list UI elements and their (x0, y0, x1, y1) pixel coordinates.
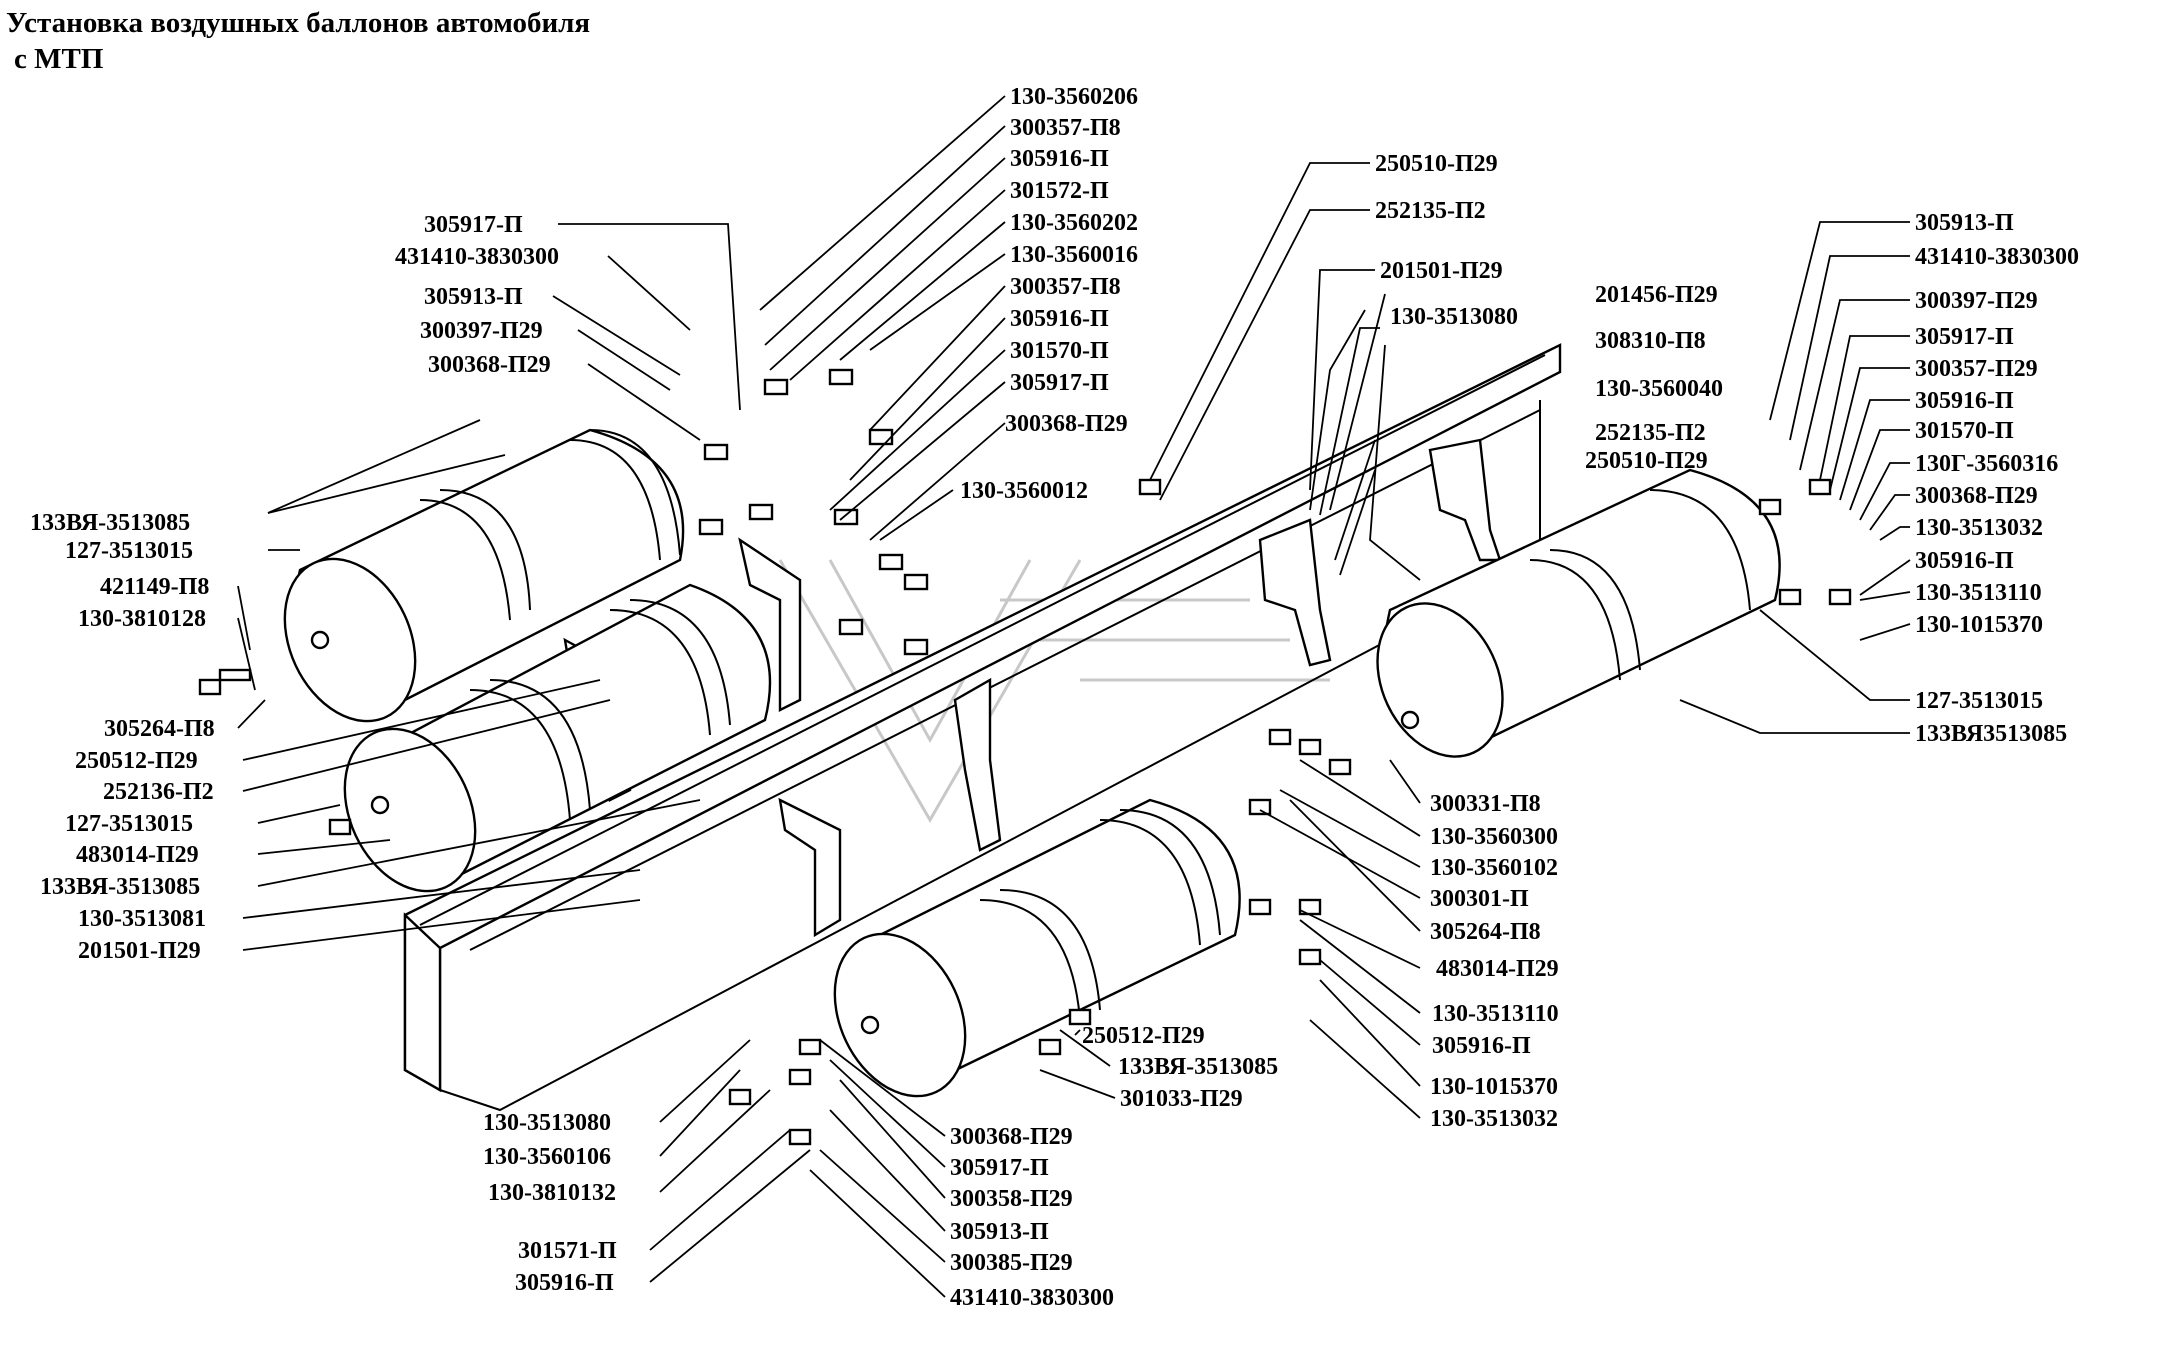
callout-label: 431410-3830300 (1915, 244, 2079, 270)
callout-label: 130-3810128 (78, 606, 206, 632)
callout-label: 130-3513110 (1432, 1001, 1559, 1027)
callout-label: 301033-П29 (1120, 1086, 1243, 1112)
callout-label: 305917-П (1010, 370, 1109, 396)
callout-label: 305917-П (424, 212, 523, 238)
callout-label: 305913-П (1915, 210, 2014, 236)
callout-label: 301570-П (1915, 418, 2014, 444)
callout-label: 130-3560300 (1430, 824, 1558, 850)
callout-label: 130-3560206 (1010, 84, 1138, 110)
callout-label: 130-3810132 (488, 1180, 616, 1206)
callout-label: 305916-П (1915, 388, 2014, 414)
callout-label: 130-3560102 (1430, 855, 1558, 881)
callout-label: 305916-П (1010, 146, 1109, 172)
callout-label: 300368-П29 (1005, 411, 1128, 437)
frame-side-member (403, 343, 1562, 1112)
callout-label: 130-3513110 (1915, 580, 2042, 606)
callout-label: 300357-П8 (1010, 274, 1121, 300)
callout-label: 201456-П29 (1595, 282, 1718, 308)
callout-labels: 130-3560206 300357-П8 305916-П 301572-П … (30, 84, 2079, 1311)
callout-label: 300368-П29 (1915, 483, 2038, 509)
callout-label: 130-1015370 (1430, 1074, 1558, 1100)
callout-label: 483014-П29 (1436, 956, 1559, 982)
callout-label: 305264-П8 (1430, 919, 1541, 945)
callout-label: 431410-3830300 (950, 1285, 1114, 1311)
callout-label: 305264-П8 (104, 716, 215, 742)
callout-label: 133ВЯ-3513085 (40, 874, 200, 900)
callout-label: 301570-П (1010, 338, 1109, 364)
callout-label: 300385-П29 (950, 1250, 1073, 1276)
callout-label: 305917-П (1915, 324, 2014, 350)
callout-label: 250512-П29 (75, 748, 198, 774)
callout-label: 201501-П29 (1380, 258, 1503, 284)
callout-label: 201501-П29 (78, 938, 201, 964)
callout-label: 130-3560202 (1010, 210, 1138, 236)
callout-label: 421149-П8 (100, 574, 209, 600)
callout-label: 127-3513015 (65, 538, 193, 564)
diagram-title: Установка воздушных баллонов автомобиля (6, 7, 591, 39)
callout-label: 301572-П (1010, 178, 1109, 204)
callout-label: 305917-П (950, 1155, 1049, 1181)
callout-label: 130-1015370 (1915, 612, 2043, 638)
callout-label: 300397-П29 (420, 318, 543, 344)
callout-label: 300358-П29 (950, 1186, 1073, 1212)
callout-label: 130-3560012 (960, 478, 1088, 504)
callout-label: 250510-П29 (1375, 151, 1498, 177)
callout-label: 130-3513032 (1430, 1106, 1558, 1132)
callout-label: 130-3560106 (483, 1144, 611, 1170)
callout-label: 305916-П (1915, 548, 2014, 574)
watermark-logo (778, 559, 1330, 824)
callout-label: 252135-П2 (1595, 420, 1706, 446)
callout-label: 300368-П29 (950, 1124, 1073, 1150)
air-tank-upper-left (283, 428, 685, 723)
callout-label: 301571-П (518, 1238, 617, 1264)
callout-label: 305916-П (515, 1270, 614, 1296)
callout-label: 130-3513032 (1915, 515, 2043, 541)
callout-label: 300331-П8 (1430, 791, 1541, 817)
callout-label: 300357-П29 (1915, 356, 2038, 382)
callout-label: 305913-П (424, 284, 523, 310)
callout-label: 300368-П29 (428, 352, 551, 378)
fittings (198, 368, 1852, 1146)
callout-label: 130Г-3560316 (1915, 451, 2058, 477)
callout-label: 305916-П (1432, 1033, 1531, 1059)
callout-label: 133ВЯ-3513085 (30, 510, 190, 536)
callout-label: 483014-П29 (76, 842, 199, 868)
callout-label: 305916-П (1010, 306, 1109, 332)
air-tank-right (1376, 468, 1781, 758)
callout-label: 127-3513015 (65, 811, 193, 837)
callout-label: 305913-П (950, 1219, 1049, 1245)
callout-label: 130-3513081 (78, 906, 206, 932)
callout-label: 130-3513080 (483, 1110, 611, 1136)
callout-label: 130-3560040 (1595, 376, 1723, 402)
callout-label: 133ВЯ-3513085 (1118, 1054, 1278, 1080)
callout-label: 250512-П29 (1082, 1023, 1205, 1049)
callout-label: 431410-3830300 (395, 244, 559, 270)
diagram-subtitle: с МТП (14, 43, 104, 75)
callout-label: 133ВЯ3513085 (1915, 721, 2067, 747)
callout-label: 130-3513080 (1390, 304, 1518, 330)
callout-label: 127-3513015 (1915, 688, 2043, 714)
air-tank-lower (833, 798, 1241, 1098)
callout-label: 252135-П2 (1375, 198, 1486, 224)
leader-lines (237, 95, 1911, 1298)
callout-label: 252136-П2 (103, 779, 214, 805)
callout-label: 308310-П8 (1595, 328, 1706, 354)
callout-label: 300357-П8 (1010, 115, 1121, 141)
callout-label: 130-3560016 (1010, 242, 1138, 268)
callout-label: 250510-П29 (1585, 448, 1708, 474)
callout-label: 300301-П (1430, 886, 1529, 912)
callout-label: 300397-П29 (1915, 288, 2038, 314)
